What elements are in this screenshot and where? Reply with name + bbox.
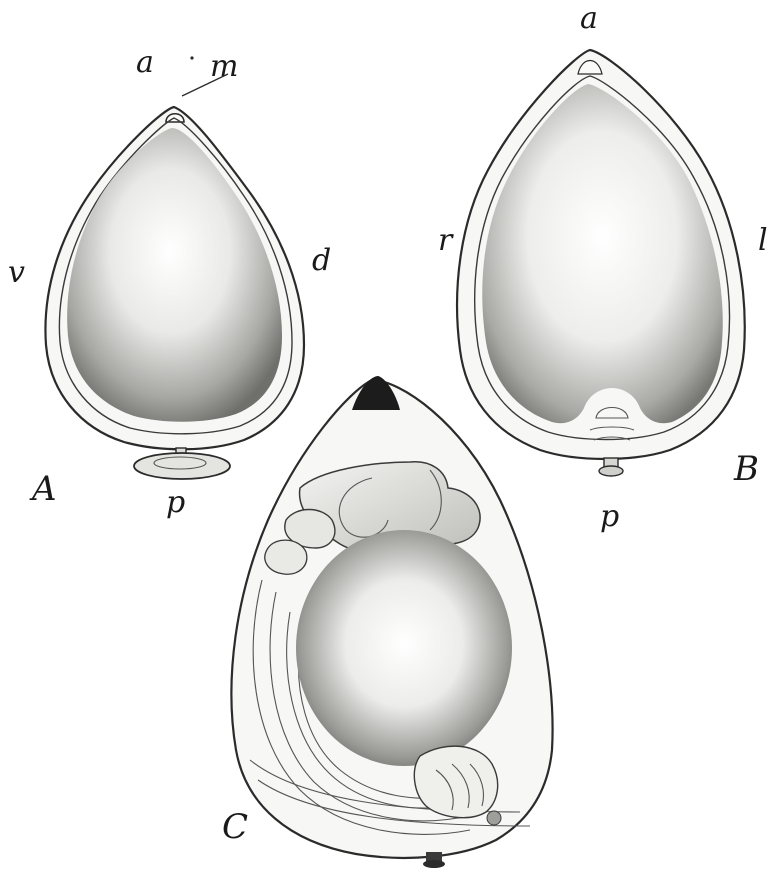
egg-c-yolk-sphere — [296, 530, 512, 766]
egg-a-yolk — [67, 128, 282, 422]
label-a-posterior: p — [166, 485, 185, 520]
label-a-dorsal: d — [312, 243, 331, 278]
egg-c-tail-fold — [414, 746, 497, 818]
label-b-left: l — [758, 223, 768, 258]
label-b-posterior: p — [600, 499, 619, 534]
micropyle-dot — [190, 56, 193, 59]
egg-b-stalk-base — [599, 466, 623, 476]
panel-label-c: C — [222, 807, 248, 847]
label-a-anterior: a — [136, 45, 154, 80]
label-b-right: r — [438, 223, 454, 258]
panel-label-b: B — [733, 449, 759, 489]
egg-panel-c: C — [222, 376, 553, 868]
egg-panel-b: a r l p B — [438, 1, 768, 534]
egg-c-tail-tip — [487, 811, 501, 825]
label-a-micropyle: m — [210, 49, 238, 84]
egg-panel-a: a m v d p A — [8, 45, 331, 520]
label-b-anterior: a — [580, 1, 598, 36]
egg-c-stalk-base — [423, 860, 445, 868]
panel-label-a: A — [29, 469, 57, 509]
egg-c-appendage-2 — [265, 540, 307, 574]
label-a-ventral: v — [8, 255, 25, 290]
